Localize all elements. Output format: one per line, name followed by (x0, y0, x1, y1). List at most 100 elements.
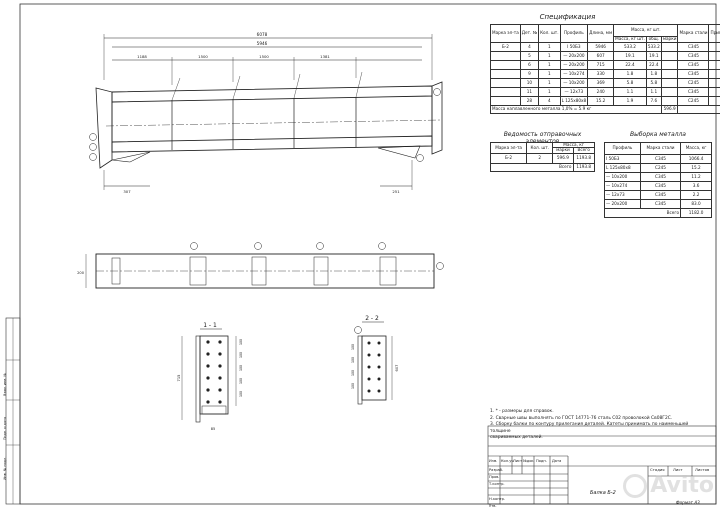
spec-cell (491, 52, 521, 61)
stamp-col: Дата (552, 459, 561, 463)
bolt-hole (368, 342, 371, 345)
spec-header-cell: Масса, кг шт. (614, 25, 678, 37)
spec-footer-value: 596.9 (661, 106, 678, 114)
spec-cell (661, 79, 678, 88)
dim-s1-100e: 100 (239, 391, 243, 397)
bolt-hole (368, 366, 371, 369)
note-line: 3. Сборку балки по контуру прилегания де… (490, 422, 710, 435)
spec-footer-label: Масса наплавленного металла 1,0% = 5.9 к… (491, 106, 662, 114)
vyb-cell: 15.2 (681, 164, 712, 173)
notes: 1. * - размеры для справок. 2. Сварные ш… (490, 409, 710, 442)
bolt-hole (218, 376, 221, 379)
dim-s2-100b: 100 (351, 357, 355, 363)
stamp-name: Балка Б-2 (590, 490, 616, 496)
bolt-hole (368, 390, 371, 393)
vedom-cell: Б-2 (491, 153, 527, 163)
spec-cell: 533.2 (646, 43, 661, 52)
bolt-hole (378, 354, 381, 357)
spec-cell: 22.4 (646, 61, 661, 70)
bolt-hole (218, 388, 221, 391)
spec-cell (491, 61, 521, 70)
spec-cell: 369 (588, 79, 614, 88)
watermark-text: Avito (650, 473, 714, 498)
section-1-bolts (206, 340, 221, 403)
spec-cell (491, 79, 521, 88)
vyb-cell: С345 (640, 200, 680, 209)
dim-607: 607 (395, 365, 399, 372)
dim-s2-100c: 100 (351, 370, 355, 376)
spec-header-cell: Марка эл-та (491, 25, 521, 43)
spec-cell: 4 (520, 43, 538, 52)
bolt-hole (378, 366, 381, 369)
vyb-cell: 83.0 (681, 200, 712, 209)
spec-cell (661, 70, 678, 79)
spec-cell: 10 (520, 79, 538, 88)
spec-cell: 1 (539, 79, 560, 88)
vyb-cell: С345 (640, 191, 680, 200)
spec-cell: 1 (539, 61, 560, 70)
spec-cell: 6 (520, 61, 538, 70)
spec-cell (709, 52, 720, 61)
vedom-cell: 1193.8 (573, 153, 595, 163)
spec-cell: 1 (539, 70, 560, 79)
vyb-cell: 3.6 (681, 182, 712, 191)
bolt-hole (206, 400, 209, 403)
spec-subheader-cell: марки (661, 37, 678, 43)
side-label: Подп. и дата (3, 417, 7, 440)
spec-cell: 11 (520, 88, 538, 97)
vedom-h-mark: Марка эл-та (491, 143, 527, 154)
spec-cell (661, 43, 678, 52)
vyb-header-cell: Марка стали (640, 143, 680, 155)
spec-cell (661, 97, 678, 106)
spec-cell: С245 (678, 79, 709, 88)
spec-cell: L 125х80х8 (560, 97, 588, 106)
note-line: свариваемых деталей. (490, 435, 710, 442)
vyb-cell: — 10х274 (605, 182, 641, 191)
stamp-role: Разраб. (489, 467, 505, 474)
spec-cell: 1.1 (646, 88, 661, 97)
stamp-stage: Стадия (650, 467, 665, 472)
spec-cell: — 20х200 (560, 52, 588, 61)
vyb-cell: 2.2 (681, 191, 712, 200)
bolt-hole (378, 378, 381, 381)
spec-cell (709, 61, 720, 70)
vedom-table: Марка эл-та Кол. шт. Масса, кг марки Все… (490, 142, 595, 172)
stamp-col: №док (523, 459, 534, 463)
beam-plan (86, 243, 444, 289)
dim-715: 715 (177, 375, 181, 382)
spec-cell: 4 (539, 97, 560, 106)
dim-s1-100c: 100 (239, 365, 243, 371)
stamp-sheets: Листов (695, 467, 709, 472)
spec-cell (491, 88, 521, 97)
spec-cell: С345 (678, 88, 709, 97)
vyb-cell: С345 (640, 173, 680, 182)
spec-header-cell: Профиль (560, 25, 588, 43)
spec-header-cell: Марка стали (678, 25, 709, 43)
vyb-cell: L 125х80х8 (605, 164, 641, 173)
vedom-total-label: Всего (491, 163, 574, 171)
spec-cell: 240 (588, 88, 614, 97)
dim-307: 307 (123, 189, 131, 194)
vyb-cell: С345 (640, 182, 680, 191)
spec-cell: 5 (520, 52, 538, 61)
vyb-header-cell: Профиль (605, 143, 641, 155)
section-2-title: 2 - 2 (365, 315, 379, 322)
spec-cell: 1 (539, 52, 560, 61)
section-2-bolts (368, 342, 381, 393)
bolt-hole (218, 364, 221, 367)
stamp-role: Н.контр. (489, 496, 505, 503)
dim-1500-b: 1500 (259, 54, 269, 59)
section-1-title: 1 - 1 (203, 322, 217, 329)
spec-cell (709, 79, 720, 88)
vyb-header-cell: Масса, кг (681, 143, 712, 155)
dim-6078: 6078 (257, 32, 268, 37)
